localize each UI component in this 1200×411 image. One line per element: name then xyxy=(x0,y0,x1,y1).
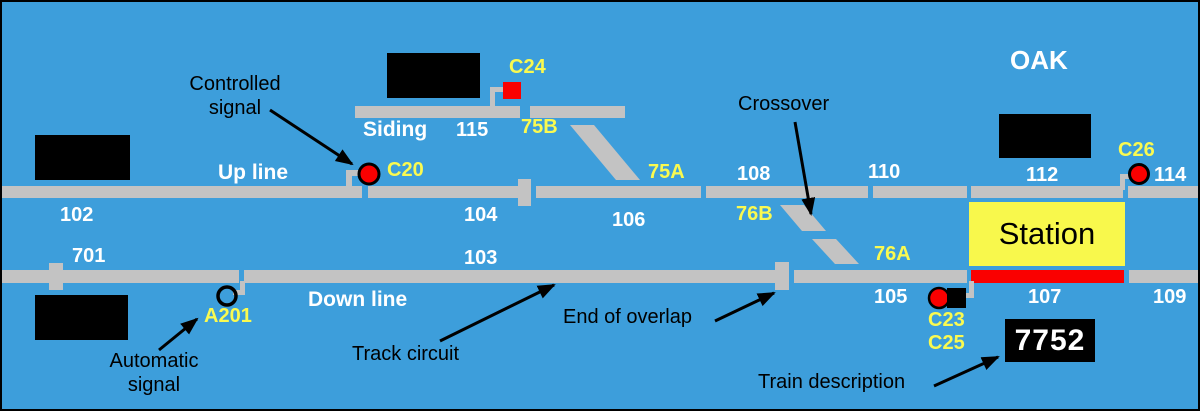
down-line-label: Down line xyxy=(308,288,408,311)
insulated-joint-marker xyxy=(49,263,63,290)
signal-c26-head[interactable] xyxy=(1128,163,1150,185)
signal-bracket xyxy=(1120,174,1134,179)
signal-c20-label: C20 xyxy=(387,159,424,181)
down-track-109 xyxy=(1129,270,1198,283)
signal-c24-label: C24 xyxy=(509,56,546,78)
track-circuit-114: 114 xyxy=(1154,164,1187,186)
signal-bracket xyxy=(233,290,245,295)
crossover-76b-segment xyxy=(780,205,826,231)
up-track-104 xyxy=(368,186,518,198)
points-75-diagonal xyxy=(570,125,640,180)
track-circuit-105: 105 xyxy=(874,286,908,308)
signal-c20-head[interactable] xyxy=(357,162,381,186)
track-circuit-112: 112 xyxy=(1026,164,1059,186)
signal-c26-label: C26 xyxy=(1118,139,1155,161)
signal-a201-head[interactable] xyxy=(216,285,238,307)
track-circuit-701: 701 xyxy=(72,245,106,267)
signal-bracket xyxy=(490,87,495,107)
track-circuit-104: 104 xyxy=(464,204,498,226)
signal-c23-head[interactable] xyxy=(927,286,951,310)
track-circuit-107: 107 xyxy=(1028,286,1062,308)
arrow-crossover xyxy=(793,121,816,216)
siding-track-115 xyxy=(355,106,520,118)
annotation-controlled-signal: Controlled signal xyxy=(189,73,281,119)
signal-bracket xyxy=(969,281,974,298)
track-circuit-103: 103 xyxy=(464,247,498,269)
signal-c24-head[interactable] xyxy=(503,82,521,99)
annotation-track-circuit: Track circuit xyxy=(352,343,460,365)
signal-c23-label: C23 xyxy=(928,309,965,331)
arrow-automatic-signal xyxy=(158,317,199,352)
signal-bracket xyxy=(963,293,974,298)
annotation-train-description: Train description xyxy=(758,371,906,393)
down-track-105 xyxy=(794,270,967,283)
track-circuit-106: 106 xyxy=(612,209,646,231)
arrow-controlled-signal xyxy=(269,108,354,166)
black-building-marker xyxy=(999,114,1091,158)
up-line-label: Up line xyxy=(218,161,289,184)
area-name: OAK xyxy=(1010,45,1068,75)
track-circuit-110: 110 xyxy=(868,161,901,183)
annotation-automatic-signal: Automatic signal xyxy=(109,350,199,396)
train-description-berth[interactable]: 7752 xyxy=(1005,319,1095,362)
points-75a-label: 75A xyxy=(648,161,685,183)
signal-c25-route-indicator[interactable] xyxy=(947,288,966,308)
signal-bracket xyxy=(346,170,362,176)
crossover-76a-segment xyxy=(812,239,859,264)
up-track-106 xyxy=(536,186,701,198)
up-track-102 xyxy=(2,186,362,198)
down-track-103 xyxy=(244,270,775,283)
down-track-701 xyxy=(63,270,239,283)
points-76b-label: 76B xyxy=(736,203,773,225)
siding-label: Siding xyxy=(363,118,428,141)
siding-track-75b xyxy=(530,106,625,118)
black-building-marker xyxy=(387,53,480,98)
track-circuit-108: 108 xyxy=(737,163,771,185)
train-description-number: 7752 xyxy=(1014,323,1086,357)
arrow-end-of-overlap xyxy=(714,291,776,323)
up-track-112 xyxy=(971,186,1123,198)
signal-bracket xyxy=(1120,174,1125,190)
insulated-joint-marker xyxy=(518,179,531,206)
signal-bracket xyxy=(240,281,245,295)
up-track-110 xyxy=(873,186,967,198)
track-circuit-109: 109 xyxy=(1153,286,1187,308)
signal-bracket xyxy=(490,87,506,92)
station-label: Station xyxy=(998,216,1096,251)
annotation-crossover: Crossover xyxy=(738,93,830,115)
end-of-overlap-joint xyxy=(775,262,789,290)
up-track-114 xyxy=(1128,186,1198,198)
track-circuit-102: 102 xyxy=(60,204,94,226)
annotation-end-of-overlap: End of overlap xyxy=(563,306,692,328)
signal-bracket xyxy=(346,170,352,192)
signal-c25-label: C25 xyxy=(928,332,965,354)
track-circuit-115: 115 xyxy=(456,119,489,141)
arrow-train-description xyxy=(933,355,1000,388)
signal-a201-label: A201 xyxy=(204,305,252,327)
points-75b-label: 75B xyxy=(521,116,558,138)
up-track-108 xyxy=(706,186,868,198)
black-building-marker xyxy=(35,135,130,180)
down-track-107-occupied xyxy=(971,270,1124,283)
black-building-marker xyxy=(35,295,128,340)
down-track-stub xyxy=(2,270,49,283)
points-76a-label: 76A xyxy=(874,243,911,265)
station-box: Station xyxy=(969,202,1125,266)
arrow-track-circuit xyxy=(439,283,556,343)
